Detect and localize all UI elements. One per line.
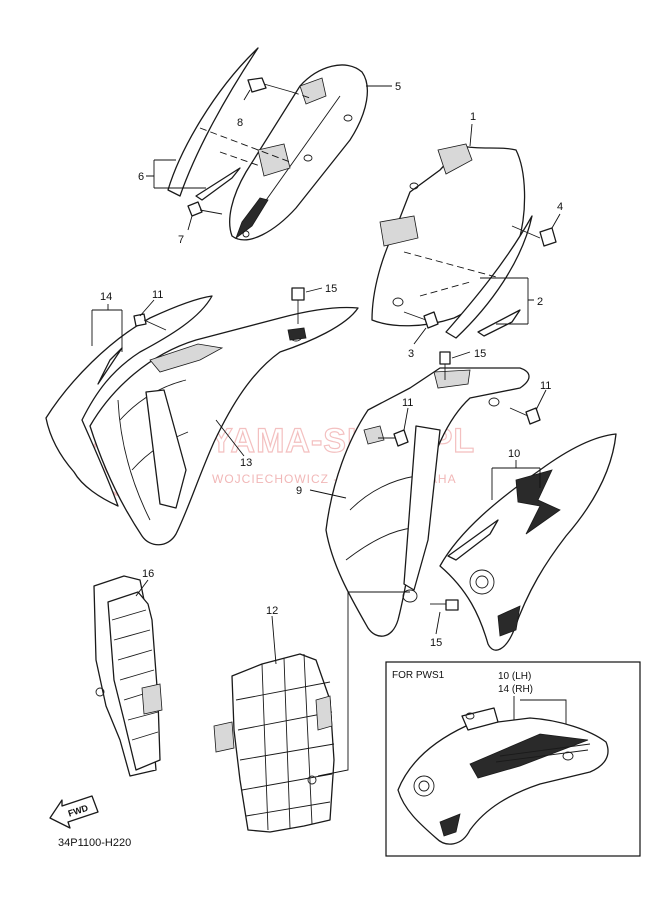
callout-6: 6 [138, 171, 144, 183]
callout-4: 4 [557, 201, 563, 213]
inset-pws1: FOR PWS1 10 (LH) 14 (RH) [385, 661, 641, 857]
callout-9: 9 [296, 485, 302, 497]
callout-11-right: 11 [540, 380, 551, 392]
decal-part-14 [45, 295, 213, 507]
callout-15-mid: 15 [474, 348, 486, 360]
callout-3: 3 [408, 348, 414, 360]
inset-frame [385, 661, 641, 857]
radiator-guard-part-16 [93, 575, 163, 777]
forward-arrow-icon: FWD [49, 795, 99, 829]
bolt-part-11-center [378, 429, 409, 447]
decal-part-10 [439, 433, 617, 651]
bolt-part-15-top [291, 287, 305, 324]
callout-5: 5 [395, 81, 401, 93]
side-cover-part-5 [229, 64, 368, 241]
shroud-part-13 [89, 306, 359, 546]
inset-label-lh: 10 (LH) [498, 671, 531, 682]
shroud-part-9 [325, 367, 530, 637]
callout-15-low: 15 [430, 637, 442, 649]
callout-1: 1 [470, 111, 476, 123]
decal-part-6 [167, 47, 259, 201]
callout-2: 2 [537, 296, 543, 308]
callout-12: 12 [266, 605, 278, 617]
bolt-part-7 [187, 201, 223, 217]
callout-8: 8 [237, 117, 243, 129]
bolt-part-4 [511, 225, 557, 247]
bolt-part-15-mid [439, 351, 451, 380]
callout-13: 13 [240, 457, 252, 469]
side-panel-part-1 [371, 143, 526, 327]
callout-labels: 5 6 8 7 1 2 4 3 14 11 15 13 15 11 11 10 … [100, 81, 563, 649]
callout-16: 16 [142, 568, 154, 580]
bolt-part-11-right [509, 407, 541, 425]
bolt-part-3 [403, 311, 439, 329]
callout-15-top: 15 [325, 283, 337, 295]
callout-7: 7 [178, 234, 184, 246]
decal-part-2 [445, 215, 533, 339]
inset-title: FOR PWS1 [392, 670, 445, 681]
leader-lines [91, 85, 561, 777]
callout-11-center: 11 [402, 397, 413, 409]
callout-10: 10 [508, 448, 520, 460]
callout-14: 14 [100, 291, 112, 303]
bolt-part-15-low [430, 599, 459, 611]
figure-code: 34P1100-H220 [58, 837, 131, 849]
inset-label-rh: 14 (RH) [498, 684, 533, 695]
callout-11-left: 11 [152, 289, 163, 301]
bolt-part-8 [247, 77, 311, 99]
radiator-guard-part-12 [213, 653, 335, 833]
